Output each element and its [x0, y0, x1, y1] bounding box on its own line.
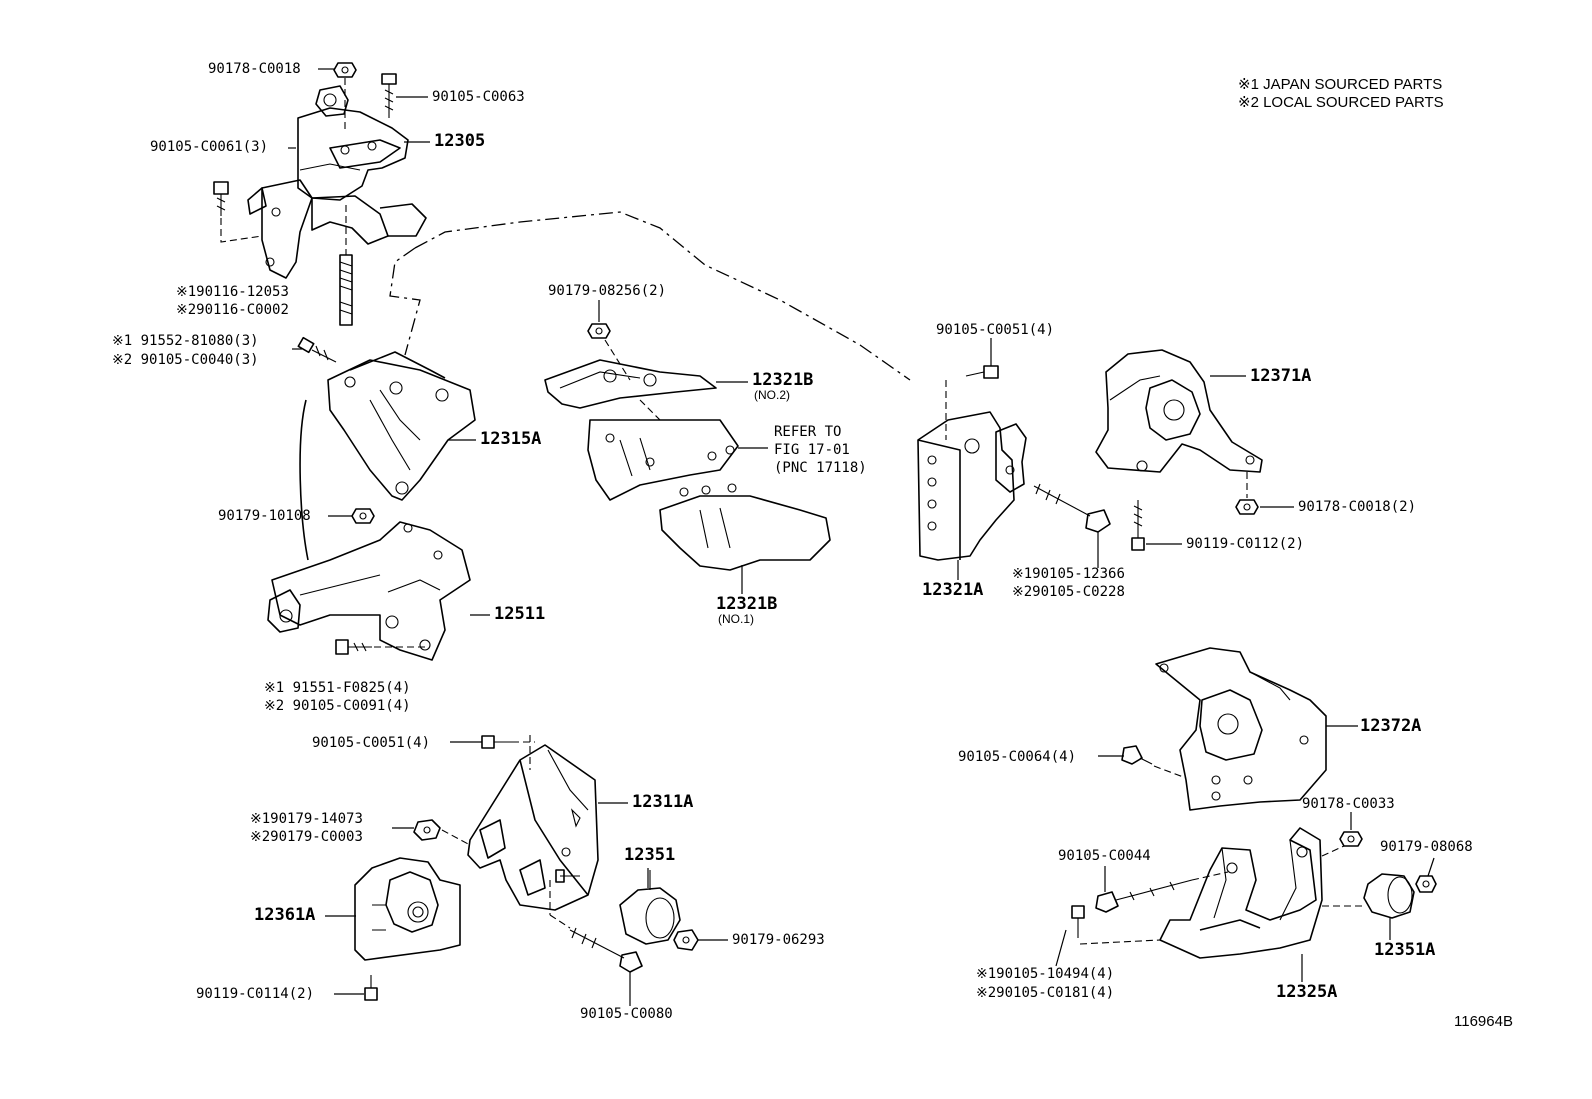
label-90105-C0061[interactable]: 90105-C0061(3) [150, 139, 269, 155]
bolt-90105-C0044-drawing [1095, 879, 1193, 913]
label-12315A[interactable]: 12315A [480, 429, 542, 449]
mount-12371A-drawing [1095, 349, 1263, 473]
bolt-90105-C0064-drawing [1121, 745, 1153, 765]
label-91552-81080[interactable]: ※1 91552-81080(3) [112, 333, 259, 349]
bolt-91552-drawing [297, 336, 337, 363]
label-90116-C0002[interactable]: ※290116-C0002 [176, 302, 289, 318]
label-90179-10108[interactable]: 90179-10108 [218, 508, 311, 524]
label-12305[interactable]: 12305 [434, 131, 486, 151]
label-90179-14073[interactable]: ※190179-14073 [250, 811, 363, 827]
label-90179-08256[interactable]: 90179-08256(2) [548, 283, 667, 299]
mount-12305-drawing [247, 85, 427, 279]
illustration-number: 116964B [1454, 1013, 1513, 1030]
note-japan-sourced: ※1 JAPAN SOURCED PARTS [1238, 76, 1443, 93]
bracket-12321B-no2-drawing [544, 359, 717, 409]
nut-90179-06293-drawing [673, 929, 699, 951]
label-90105-C0228[interactable]: ※290105-C0228 [1012, 584, 1125, 600]
label-12361A[interactable]: 12361A [254, 905, 316, 925]
bushing-12351A-drawing [1363, 873, 1415, 919]
bolt-90105-10494-drawing [1071, 905, 1085, 938]
bracket-12325A-drawing [1159, 827, 1323, 959]
stud-90116-drawing [339, 254, 353, 326]
refer-line-1: REFER TO [774, 424, 842, 440]
bushing-12351-drawing [619, 870, 681, 945]
label-12325A[interactable]: 12325A [1276, 982, 1338, 1002]
bracket-12315A-drawing [299, 351, 476, 561]
label-90179-06293[interactable]: 90179-06293 [732, 932, 825, 948]
label-90105-C0051-left[interactable]: 90105-C0051(4) [312, 735, 431, 751]
reference-dash-line-2 [389, 247, 421, 356]
label-91551-F0825[interactable]: ※1 91551-F0825(4) [264, 680, 411, 696]
bracket-12321A-drawing [917, 411, 1027, 561]
label-12351[interactable]: 12351 [624, 845, 676, 865]
refer-line-2[interactable]: FIG 17-01 [774, 442, 850, 458]
bracket-12321B-no1-drawing [659, 483, 831, 571]
label-90105-12366[interactable]: ※190105-12366 [1012, 566, 1125, 582]
label-90105-C0080[interactable]: 90105-C0080 [580, 1006, 673, 1022]
note-local-sourced: ※2 LOCAL SOURCED PARTS [1238, 94, 1444, 111]
label-90178-C0033[interactable]: 90178-C0033 [1302, 796, 1395, 812]
label-90119-C0112[interactable]: 90119-C0112(2) [1186, 536, 1305, 552]
label-90105-C0063[interactable]: 90105-C0063 [432, 89, 525, 105]
nut-90179-10108-drawing [351, 508, 375, 524]
nut-90179-08256-drawing [587, 323, 611, 339]
mount-12372A-drawing [1155, 647, 1327, 811]
bolt-90119-C0112-drawing [1131, 500, 1145, 551]
label-90178-C0018-right[interactable]: 90178-C0018(2) [1298, 499, 1417, 515]
bolt-90105-C0061-drawing [213, 181, 229, 216]
bolt-90119-C0114-drawing [364, 975, 378, 1001]
label-90179-08068[interactable]: 90179-08068 [1380, 839, 1473, 855]
nut-90179-14073-drawing [413, 819, 441, 841]
bolt-91551-F0825-drawing [335, 639, 372, 655]
bolt-90105-C0051-right-drawing [965, 365, 999, 379]
bracket-12511-drawing [267, 521, 471, 661]
label-12511[interactable]: 12511 [494, 604, 546, 624]
label-90179-C0003[interactable]: ※290179-C0003 [250, 829, 363, 845]
label-12321B-no1[interactable]: 12321B [716, 594, 778, 614]
label-90119-C0114[interactable]: 90119-C0114(2) [196, 986, 315, 1002]
label-12321A[interactable]: 12321A [922, 580, 984, 600]
label-90105-C0040[interactable]: ※2 90105-C0040(3) [112, 352, 259, 368]
label-90105-C0091[interactable]: ※2 90105-C0091(4) [264, 698, 411, 714]
refer-line-3: (PNC 17118) [774, 460, 867, 476]
plate-fig17-drawing [587, 419, 739, 501]
bolt-90105-12366-drawing [1033, 483, 1111, 533]
mount-12361A-drawing [354, 857, 461, 961]
label-12372A[interactable]: 12372A [1360, 716, 1422, 736]
label-12351A[interactable]: 12351A [1374, 940, 1436, 960]
label-12321B-no2[interactable]: 12321B [752, 370, 814, 390]
label-90105-C0181[interactable]: ※290105-C0181(4) [976, 985, 1115, 1001]
bracket-12311A-drawing [467, 744, 599, 911]
bolt-90105-C0051-left-drawing [481, 735, 512, 749]
nut-90178-C0018-right-drawing [1235, 499, 1259, 515]
bolt-90105-C0063-drawing [381, 73, 397, 118]
reference-dash-line [414, 211, 911, 381]
nut-90179-08068-drawing [1415, 875, 1437, 893]
nut-90178-C0018-top-drawing [333, 62, 357, 78]
label-90178-C0018-top[interactable]: 90178-C0018 [208, 61, 301, 77]
nut-90178-C0033-drawing [1339, 831, 1363, 847]
label-12311A[interactable]: 12311A [632, 792, 694, 812]
stud-bolt-12311A-drawing [555, 869, 580, 883]
label-90105-10494[interactable]: ※190105-10494(4) [976, 966, 1115, 982]
label-90105-C0064[interactable]: 90105-C0064(4) [958, 749, 1077, 765]
label-90105-C0044[interactable]: 90105-C0044 [1058, 848, 1151, 864]
label-90116-12053[interactable]: ※190116-12053 [176, 284, 289, 300]
label-90105-C0051-right[interactable]: 90105-C0051(4) [936, 322, 1055, 338]
label-12371A[interactable]: 12371A [1250, 366, 1312, 386]
label-12321B-no2-sub: (NO.2) [754, 388, 790, 402]
bolt-90105-C0080-drawing [569, 927, 643, 973]
label-12321B-no1-sub: (NO.1) [718, 612, 754, 626]
